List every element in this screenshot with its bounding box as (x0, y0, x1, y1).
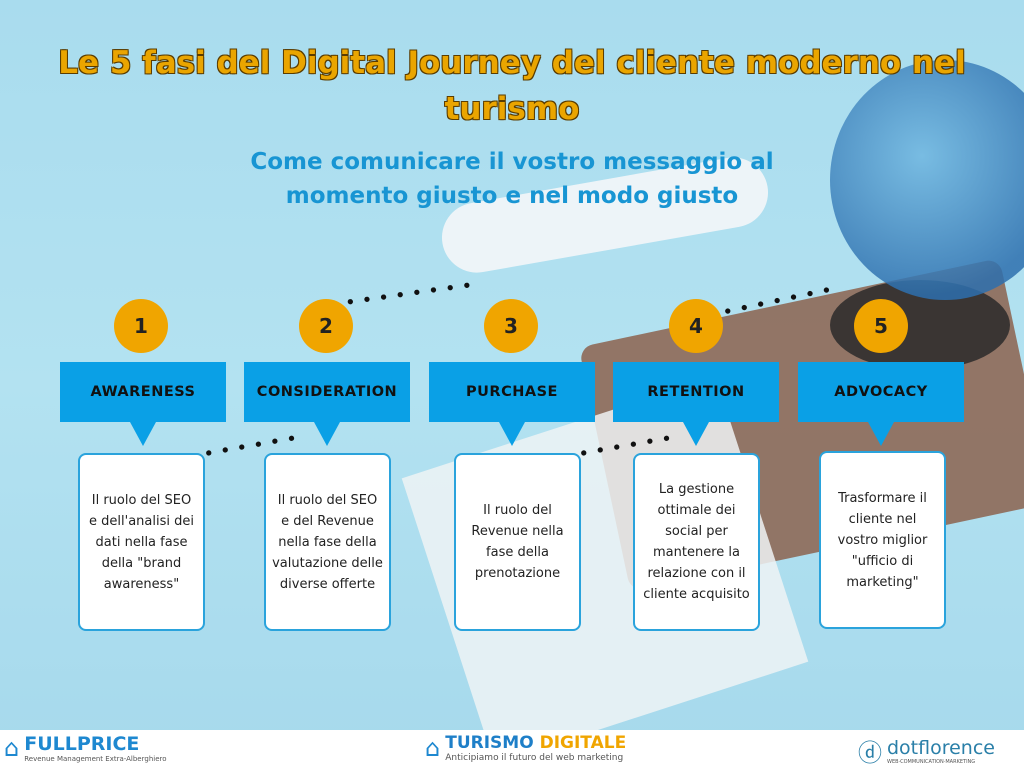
turismo-digitale-logo: ⌂ TURISMO DIGITALE Anticipiamo il futuro… (425, 733, 626, 763)
footer-logos: ⌂ FULLPRICE Revenue Management Extra-Alb… (0, 730, 1024, 768)
stage-4-number: 4 (669, 299, 723, 353)
stage-1-number: 1 (114, 299, 168, 353)
page-title: Le 5 fasi del Digital Journey del client… (58, 45, 966, 127)
stage-5-header: ADVOCACY (798, 362, 964, 446)
stage-3-header: PURCHASE (429, 362, 595, 446)
dotflorence-logo: ⓓ dotflorence WEB·COMMUNICATION·MARKETIN… (858, 733, 995, 768)
turismo-tagline: Anticipiamo il futuro del web marketing (445, 753, 624, 763)
fullprice-logo: ⌂ FULLPRICE Revenue Management Extra-Alb… (4, 733, 167, 763)
stage-3-description: Il ruolo del Revenue nella fase della pr… (454, 453, 581, 631)
stage-4-header: RETENTION (613, 362, 779, 446)
stage-2-header: CONSIDERATION (244, 362, 410, 446)
stage-3-number: 3 (484, 299, 538, 353)
turismo-name: TURISMO (445, 733, 534, 753)
stage-2-description: Il ruolo del SEO e del Revenue nella fas… (264, 453, 391, 631)
stage-1-header: AWARENESS (60, 362, 226, 446)
stage-5-description: Trasformare il cliente nel vostro miglio… (819, 451, 946, 629)
dotflorence-tagline: WEB·COMMUNICATION·MARKETING (887, 758, 976, 765)
footsteps-icon: • • • • • • • • (344, 276, 474, 312)
stage-1-description: Il ruolo del SEO e dell'analisi dei dati… (78, 453, 205, 631)
house-pin-icon: ⌂ (425, 734, 441, 762)
stage-5-number: 5 (854, 299, 908, 353)
dotflorence-name: dotflorence (887, 736, 995, 759)
fullprice-name: FULLPRICE (24, 733, 140, 755)
globe-image (830, 60, 1024, 300)
page-subtitle: Come comunicare il vostro messaggio al m… (250, 149, 774, 209)
house-icon: ⌂ (4, 734, 20, 762)
fullprice-tagline: Revenue Management Extra-Alberghiero (24, 755, 167, 763)
digitale-name: DIGITALE (539, 733, 627, 753)
stage-4-description: La gestione ottimale dei social per mant… (633, 453, 760, 631)
d-circle-icon: ⓓ (858, 739, 882, 767)
stage-2-number: 2 (299, 299, 353, 353)
